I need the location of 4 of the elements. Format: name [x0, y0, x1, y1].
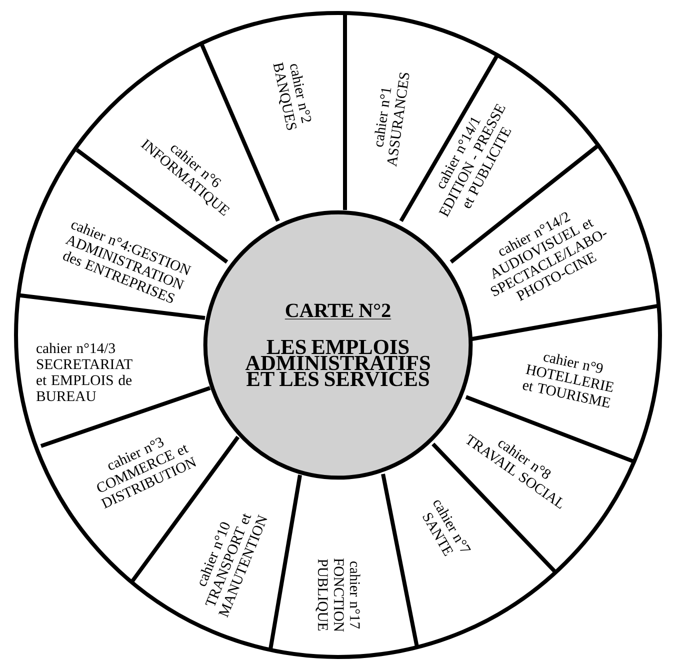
sector-label: cahier n°17 FONCTION PUBLIQUE: [316, 558, 360, 632]
sector-label: cahier n°2 BANQUES: [273, 62, 312, 130]
sector-label: cahier n°14/3 SECRETARIAT et EMPLOIS de BUREAU: [36, 342, 132, 402]
sector-label: cahier n°1 ASSURANCES: [374, 72, 410, 167]
